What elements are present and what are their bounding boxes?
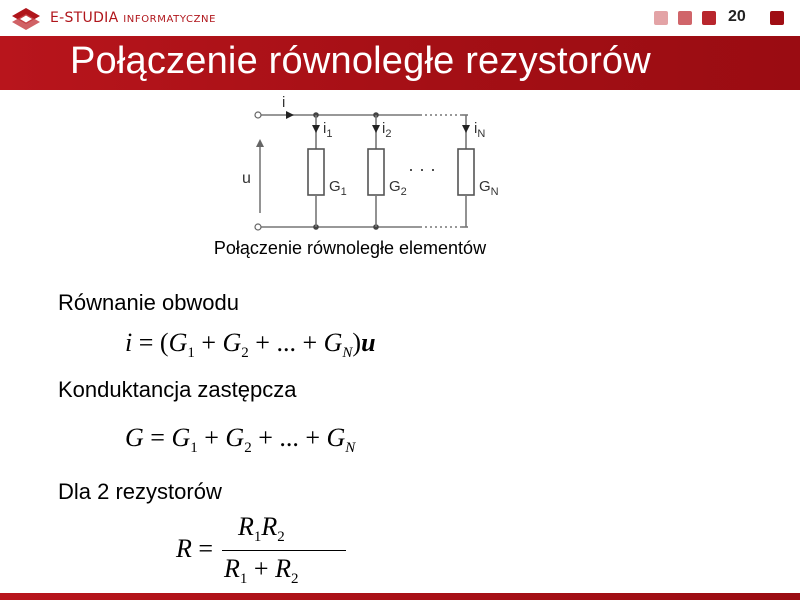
- decor-square-2: [678, 11, 692, 25]
- element-g2: [367, 148, 385, 196]
- equation-conductance: G = G1 + G2 + ... + GN: [125, 423, 356, 456]
- fraction-bar: [222, 550, 346, 551]
- current-arrow-2: [372, 125, 380, 133]
- footer-bar: [0, 593, 800, 600]
- fraction-lhs: R =: [176, 534, 214, 563]
- parallel-circuit-diagram: i u i1 i2 iN G1 G2 · · · GN: [242, 95, 499, 231]
- current-arrow-n: [462, 125, 470, 133]
- e-studia-logo-icon: [12, 8, 40, 30]
- equation-circuit: i = (G1 + G2 + ... + GN)u: [125, 328, 376, 361]
- label-current-main: i: [282, 95, 285, 111]
- voltage-arrow-head: [256, 139, 264, 147]
- heading-equivalent-conductance: Konduktancja zastępcza: [58, 377, 297, 402]
- heading-two-resistors: Dla 2 rezystorów: [58, 479, 222, 504]
- current-arrow-1: [312, 125, 320, 133]
- current-arrow-main: [286, 111, 294, 119]
- slide-title: Połączenie równoległe rezystorów: [70, 40, 651, 82]
- header-bar: E-STUDIA INFORMATYCZNE 20: [0, 0, 800, 36]
- decor-square-3: [702, 11, 716, 25]
- terminal-bottom: [254, 223, 262, 231]
- element-g1: [307, 148, 325, 196]
- title-band: [0, 36, 800, 90]
- brand-name: E-STUDIA INFORMATYCZNE: [50, 10, 217, 26]
- label-current-1: i1: [323, 120, 332, 140]
- label-g2: G2: [389, 178, 407, 198]
- page-number: 20: [728, 8, 746, 25]
- circuit-caption: Połączenie równoległe elementów: [213, 238, 487, 258]
- heading-circuit-equation: Równanie obwodu: [58, 290, 240, 315]
- fraction-numerator: R1R2: [238, 512, 285, 545]
- decor-square-4: [770, 11, 784, 25]
- label-ellipsis: · · ·: [408, 159, 436, 179]
- label-gn: GN: [479, 178, 499, 198]
- element-gn: [457, 148, 475, 196]
- label-current-n: iN: [474, 120, 485, 140]
- label-current-2: i2: [382, 120, 391, 140]
- terminal-top: [254, 111, 262, 119]
- fraction-denominator: R1 + R2: [224, 554, 299, 587]
- label-voltage: u: [242, 170, 251, 187]
- label-g1: G1: [329, 178, 347, 198]
- decor-square-1: [654, 11, 668, 25]
